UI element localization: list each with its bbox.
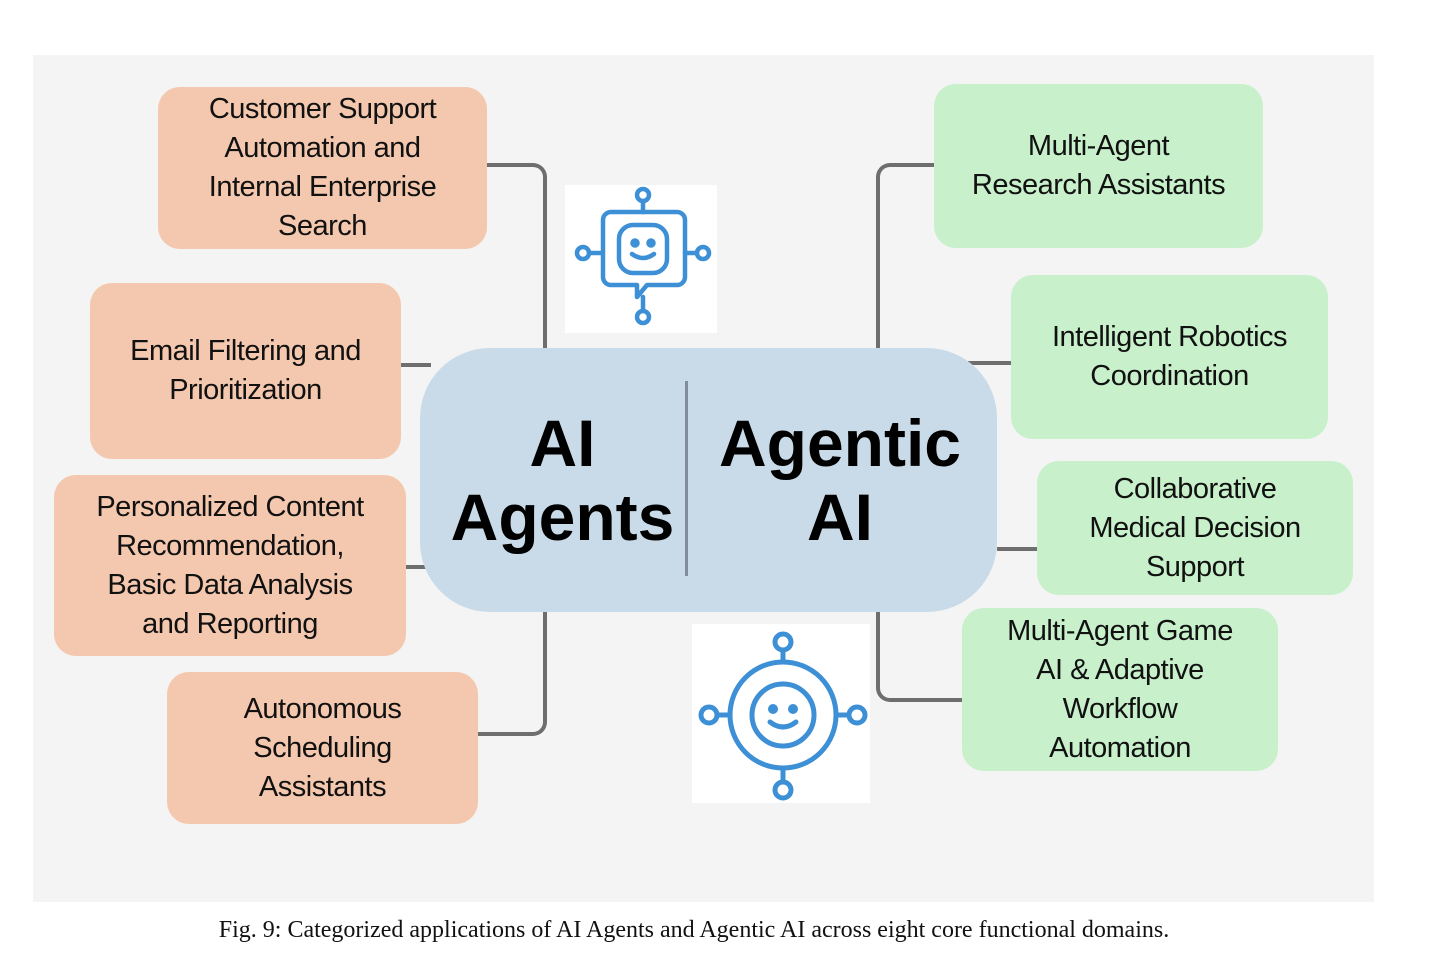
connector — [968, 361, 1011, 365]
box-text: Support — [1145, 550, 1245, 583]
agentic-app-game-workflow: Multi-Agent Game AI & Adaptive Workflow … — [962, 608, 1278, 771]
box-text: Email Filtering and — [130, 335, 361, 367]
box-text: Automation and — [224, 132, 421, 164]
connector — [487, 163, 547, 352]
box-text: Coordination — [1090, 360, 1249, 392]
connector — [406, 565, 428, 569]
connector — [997, 547, 1037, 551]
agentic-ai-title: Agentic AI — [718, 406, 962, 554]
ai-agents-title: AI Agents — [450, 406, 675, 554]
box-text: Customer Support — [208, 93, 437, 125]
box-text: Autonomous — [243, 692, 402, 725]
box-text: Research Assistants — [971, 169, 1226, 201]
box-text: Prioritization — [169, 374, 322, 406]
agentic-app-research-assistants: Multi-Agent Research Assistants — [934, 84, 1263, 248]
box-text: Multi-Agent Game — [1007, 614, 1233, 647]
box-text: Intelligent Robotics — [1051, 321, 1288, 353]
ai-agents-app-scheduling: Autonomous Scheduling Assistants — [167, 672, 478, 824]
connector — [876, 612, 966, 702]
box-text: and Reporting — [142, 607, 318, 640]
box-text: Multi-Agent — [1027, 130, 1170, 162]
box-text: Personalized Content — [96, 490, 364, 523]
connector — [478, 612, 547, 736]
central-hub: AI Agents Agentic AI — [420, 348, 997, 612]
ai-agents-app-personalized-content: Personalized Content Recommendation, Bas… — [54, 475, 406, 656]
box-text: AI & Adaptive — [1036, 653, 1204, 686]
box-text: Scheduling — [253, 731, 392, 764]
network-face-icon — [692, 624, 870, 803]
connector — [401, 363, 431, 367]
agentic-app-medical: Collaborative Medical Decision Support — [1037, 461, 1353, 595]
box-text: Basic Data Analysis — [107, 568, 353, 601]
box-text: Recommendation, — [116, 529, 344, 562]
ai-agents-app-email-filtering: Email Filtering and Prioritization — [90, 283, 401, 459]
box-text: Internal Enterprise — [208, 171, 437, 203]
agentic-app-robotics: Intelligent Robotics Coordination — [1011, 275, 1328, 439]
chatbot-face-icon — [565, 185, 717, 333]
box-text: Automation — [1049, 731, 1191, 764]
box-text: Medical Decision — [1089, 511, 1301, 544]
figure-caption: Fig. 9: Categorized applications of AI A… — [218, 917, 1170, 943]
connector — [876, 163, 938, 352]
box-text: Workflow — [1062, 692, 1178, 725]
divider — [685, 381, 688, 576]
ai-agents-app-customer-support: Customer Support Automation and Internal… — [158, 87, 487, 249]
box-text: Assistants — [258, 770, 387, 803]
box-text: Collaborative — [1113, 472, 1277, 505]
box-text: Search — [278, 210, 367, 242]
